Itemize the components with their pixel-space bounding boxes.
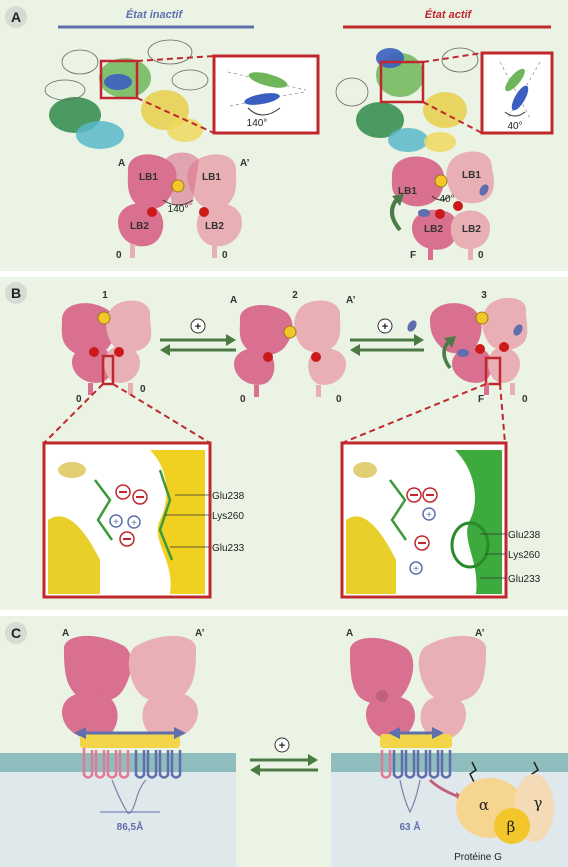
ap-label-inactive: A’	[240, 158, 250, 169]
lb1-left-active	[391, 156, 445, 207]
a-label-inactive: A	[118, 158, 125, 169]
b-left-res-3: Glu233	[212, 543, 245, 554]
b-right-res-2: Lys260	[508, 550, 540, 561]
step2-a-label: A	[230, 295, 237, 306]
lb2-left-active-label: LB2	[424, 224, 443, 235]
lb1-right-label: LB1	[202, 172, 221, 183]
f-label-active: F	[410, 250, 416, 261]
g-beta-label: β	[507, 818, 516, 836]
inactive-dimer	[118, 152, 242, 258]
lb1-left-label: LB1	[139, 172, 158, 183]
g-alpha-label: α	[479, 796, 489, 814]
angle-active: 40°	[439, 194, 454, 205]
equilibrium-arrows-2-3: +	[350, 318, 424, 356]
svg-text:+: +	[113, 517, 119, 528]
panel-b-letter-text: B	[11, 285, 21, 301]
b-left-zoom-structure: + +	[48, 450, 205, 594]
lb2-left-active	[412, 209, 458, 250]
svg-text:+: +	[195, 321, 201, 333]
panel-c-letter: C	[5, 622, 27, 644]
angle-active-zoom: 40°	[507, 121, 522, 132]
zero-label-active: 0	[478, 250, 484, 261]
c-equilibrium-arrows: +	[250, 737, 318, 776]
b-right-res-3: Glu233	[508, 574, 541, 585]
b-left-res-2: Lys260	[212, 511, 244, 522]
g-beta-subunit	[494, 808, 530, 844]
lb1-right-active-label: LB1	[462, 170, 481, 181]
lb2-right-label: LB2	[205, 221, 224, 232]
step3-f-label: F	[478, 394, 484, 405]
c-dist-inactive: 86,5Å	[117, 820, 144, 833]
c-left-cytoplasm	[0, 771, 236, 867]
svg-text:+: +	[413, 564, 419, 575]
lb1-right-inactive	[187, 154, 237, 210]
inactive-zoom-box-small	[99, 59, 139, 100]
panel-c-letter-text: C	[11, 625, 21, 641]
g-gamma-label: γ	[534, 794, 543, 812]
inactive-helices	[227, 71, 307, 116]
c-left-ap-label: A’	[195, 628, 205, 639]
g-protein	[456, 761, 554, 844]
active-title: État actif	[425, 8, 473, 21]
angle-inactive-zoom: 140°	[247, 118, 268, 129]
step1-dimer	[61, 300, 152, 395]
lb2-right-active-label: LB2	[462, 224, 481, 235]
active-zoom-box-large	[480, 51, 554, 135]
svg-text:+: +	[382, 321, 388, 333]
c-inactive-receptor	[62, 635, 198, 814]
step3-label: 3	[481, 290, 487, 301]
lb1-left-active-label: LB1	[398, 186, 417, 197]
zero-left-inactive: 0	[116, 250, 122, 261]
b-left-res-1: Glu238	[212, 491, 245, 502]
lb1-left-inactive	[127, 154, 177, 210]
inactive-title: État inactif	[126, 8, 184, 21]
step2-label: 2	[292, 290, 298, 301]
active-helices	[499, 61, 541, 119]
inactive-zoom-guide-bottom	[136, 97, 215, 134]
g-protein-label: Protéine G	[454, 852, 502, 863]
svg-text:+: +	[279, 740, 285, 752]
zero-right-inactive: 0	[222, 250, 228, 261]
c-dist-active: 63 Å	[399, 820, 420, 833]
c-active-receptor	[349, 635, 487, 814]
step1-label: 1	[102, 290, 108, 301]
active-crystal-structure	[335, 47, 479, 152]
b-right-guide-1	[341, 383, 487, 444]
b-left-guide-1	[43, 383, 104, 444]
step1-zero-left: 0	[76, 394, 82, 405]
step2-dimer	[234, 300, 346, 397]
step1-zero-right: 0	[140, 384, 146, 395]
angle-inactive: 140°	[168, 204, 189, 215]
inactive-zoom-guide-top	[136, 55, 215, 62]
equilibrium-arrows-1-2: +	[160, 318, 236, 356]
step3-zero-label: 0	[522, 394, 528, 405]
active-zoom-guide-bottom	[422, 101, 483, 134]
svg-text:+: +	[131, 518, 137, 529]
active-dimer	[390, 151, 494, 260]
b-left-guide-2	[112, 383, 211, 444]
step2-zero-left: 0	[240, 394, 246, 405]
panel-b-letter: B	[5, 282, 27, 304]
svg-text:+: +	[426, 510, 432, 521]
c-left-a-label: A	[62, 628, 69, 639]
c-right-a-label: A	[346, 628, 353, 639]
lb2-right-active	[450, 210, 490, 250]
step3-dimer	[430, 297, 528, 395]
step2-ap-label: A’	[346, 295, 356, 306]
panel-a-letter-text: A	[11, 9, 21, 25]
active-zoom-box-small	[379, 60, 425, 104]
panel-a-letter: A	[5, 6, 27, 28]
c-right-ap-label: A’	[475, 628, 485, 639]
lb2-left-label: LB2	[130, 221, 149, 232]
step2-zero-right: 0	[336, 394, 342, 405]
c-left-membrane	[0, 753, 236, 772]
b-right-res-1: Glu238	[508, 530, 541, 541]
b-right-zoom-structure: + +	[346, 450, 502, 594]
